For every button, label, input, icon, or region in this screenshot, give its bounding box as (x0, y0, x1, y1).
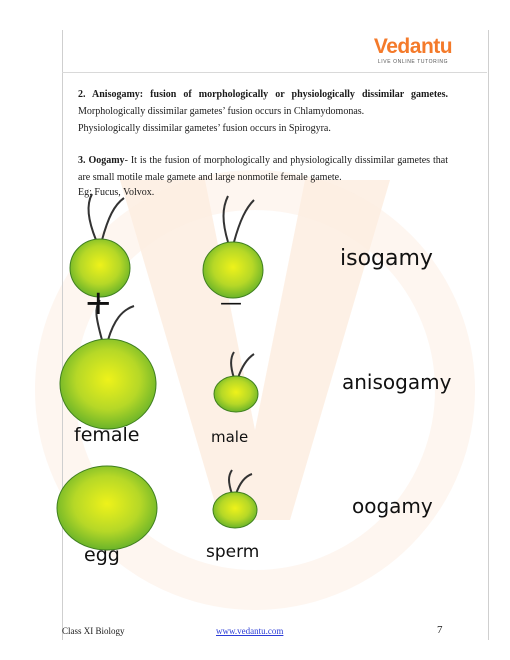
vedantu-logo: Vedantu LIVE ONLINE TUTORING (372, 35, 454, 66)
oogamy-term: oogamy (352, 494, 433, 518)
isogamete-minus-cell (202, 195, 264, 299)
anisogamy-term: anisogamy (342, 370, 452, 394)
male-anisogamete-cell (213, 351, 259, 413)
isogamy-term: isogamy (340, 246, 433, 271)
anisogamy-paragraph: 2. Anisogamy: fusion of morphologically … (78, 86, 448, 137)
anisogamy-line1: Morphologically dissimilar gametes’ fusi… (78, 106, 365, 117)
plus-sign: + (84, 283, 113, 323)
page-frame (62, 30, 489, 640)
oogamy-paragraph: 3. Oogamy- It is the fusion of morpholog… (78, 152, 448, 186)
header-rule (62, 72, 487, 73)
sperm-cell (212, 469, 258, 529)
female-anisogamete-cell (59, 299, 157, 430)
anisogamy-line2: Physiologically dissimilar gametes’ fusi… (78, 123, 331, 134)
egg-label: egg (84, 544, 120, 566)
anisogamy-heading: 2. Anisogamy: fusion of morphologically … (78, 89, 448, 100)
oogamy-heading: 3. Oogamy (78, 155, 125, 166)
page-number: 7 (437, 624, 443, 636)
male-label: male (211, 428, 249, 446)
female-label: female (74, 424, 140, 446)
egg-cell (56, 465, 158, 551)
oogamy-example: Eg: Fucus, Volvox. (78, 187, 155, 198)
oogamy-body: - It is the fusion of morphologically an… (78, 155, 449, 183)
logo-word: Vedantu (373, 35, 453, 58)
isogamete-plus-cell (69, 193, 131, 298)
logo-tagline: LIVE ONLINE TUTORING (377, 59, 449, 65)
footer-course: Class XI Biology (62, 626, 125, 636)
footer-website-link[interactable]: www.vedantu.com (216, 626, 284, 636)
minus-sign: — (220, 291, 242, 316)
sperm-label: sperm (206, 542, 260, 562)
